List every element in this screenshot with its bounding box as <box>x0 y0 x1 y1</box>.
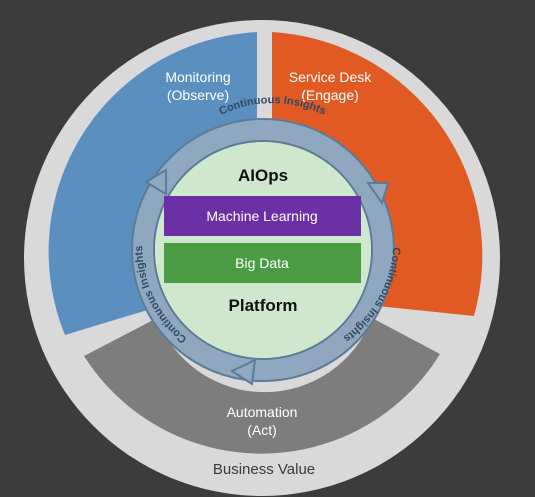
arrow-head-left-icon <box>144 168 167 196</box>
automation-sublabel: (Act) <box>247 422 277 438</box>
machine-learning-label: Machine Learning <box>206 208 317 224</box>
arrow-head-bottom-icon <box>229 358 257 386</box>
machine-learning-box <box>164 196 361 236</box>
insights-ring <box>133 120 393 380</box>
big-data-box <box>164 243 361 283</box>
platform-label: Platform <box>229 296 298 315</box>
monitoring-sublabel: (Observe) <box>167 87 229 103</box>
big-data-label: Big Data <box>235 255 289 271</box>
automation-label: Automation <box>227 404 298 420</box>
service-desk-segment <box>272 32 483 316</box>
automation-segment <box>84 318 440 454</box>
arrow-head-right-icon <box>366 182 390 206</box>
business-value-label: Business Value <box>213 461 315 478</box>
aiops-title: AIOps <box>238 166 288 185</box>
service-desk-label: Service Desk <box>289 69 372 85</box>
service-desk-sublabel: (Engage) <box>301 87 359 103</box>
monitoring-label: Monitoring <box>165 69 230 85</box>
